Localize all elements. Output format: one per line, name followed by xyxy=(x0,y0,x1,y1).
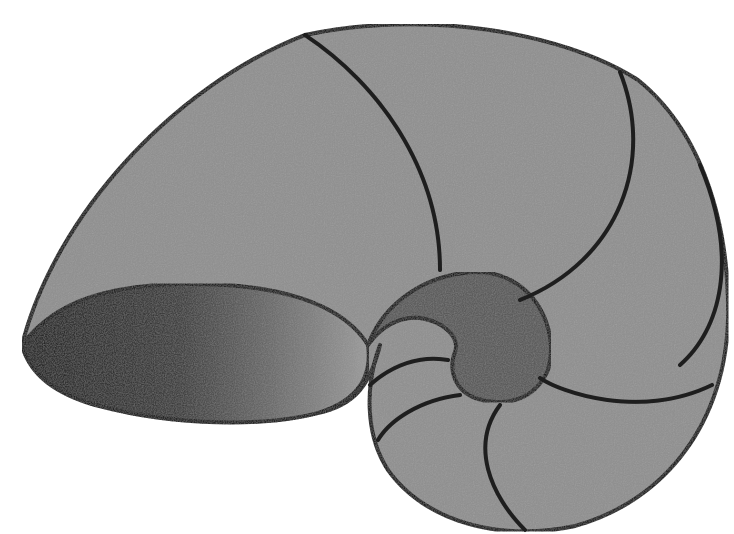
shell-aperture xyxy=(22,284,369,422)
